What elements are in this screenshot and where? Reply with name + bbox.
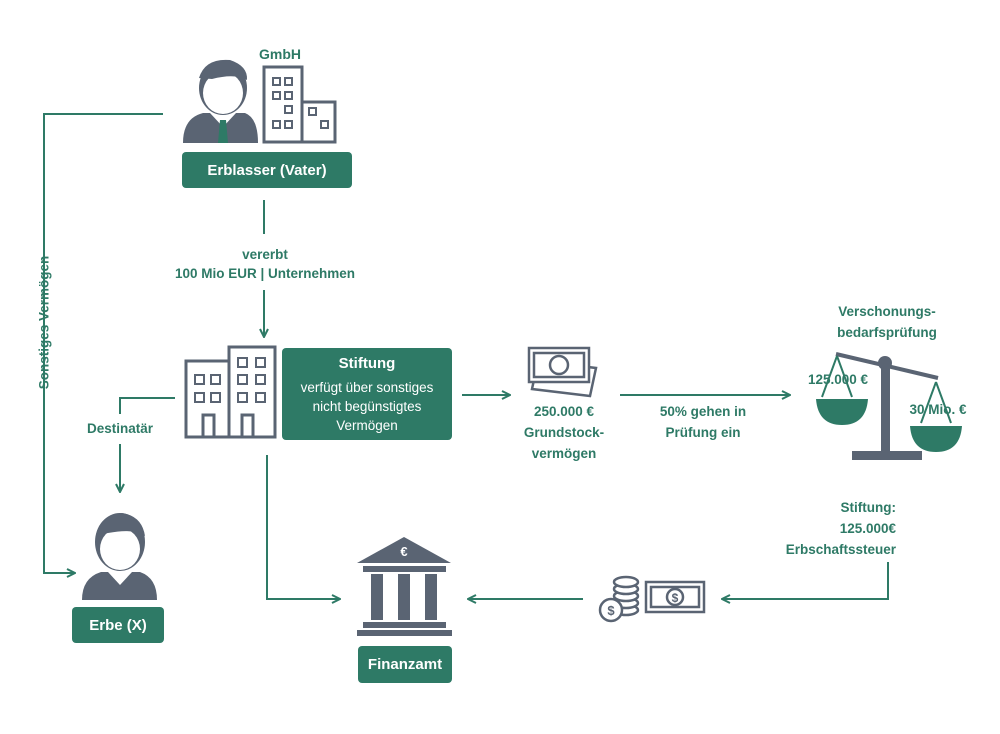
scale-right-value: 30 Mio. € <box>909 402 967 417</box>
stiftung-description-line-2: nicht begünstigtes <box>312 399 422 414</box>
erbe-label: Erbe (X) <box>72 607 164 643</box>
stiftung-description-line-3: Vermögen <box>336 418 398 433</box>
person-icon <box>183 59 258 143</box>
connector-scale-tax <box>722 562 889 599</box>
tax-label-line-2: 125.000€ <box>839 521 896 536</box>
tax-office-icon: € <box>357 537 452 636</box>
grundstock-value: 250.000 € <box>533 404 595 419</box>
connector-destinatar-top <box>119 397 175 414</box>
stiftung-description-line-1: verfügt über sonstiges <box>300 380 434 395</box>
euro-symbol: € <box>400 544 407 559</box>
grundstock-label-line-2: vermögen <box>531 446 597 461</box>
connector-stiftung-finanzamt <box>266 455 340 599</box>
dollar-banknote-icon: $ <box>644 580 706 614</box>
svg-text:$: $ <box>672 591 679 605</box>
scale-title-line-1: Verschonungs- <box>838 304 936 319</box>
finanzamt-label: Finanzamt <box>358 646 452 683</box>
foundation-building-icon <box>184 345 277 439</box>
svg-text:$: $ <box>607 603 615 618</box>
company-label: GmbH <box>259 46 301 62</box>
tax-label-line-1: Stiftung: <box>840 500 896 515</box>
connector-sonstiges-vermoegen <box>43 113 163 573</box>
grundstock-label-line-1: Grundstock- <box>523 425 605 440</box>
erblasser-label: Erblasser (Vater) <box>182 152 352 188</box>
stiftung-title: Stiftung <box>338 355 396 372</box>
pruefung-label-line-2: Prüfung ein <box>665 425 741 440</box>
banknote-icon <box>527 346 598 398</box>
tax-label-line-3: Erbschaftssteuer <box>785 542 896 557</box>
company-building-icon <box>262 65 337 144</box>
stiftung-box: Stiftung verfügt über sonstiges nicht be… <box>282 348 452 440</box>
vererbt-label: vererbt <box>242 247 288 262</box>
scale-left-value: 125.000 € <box>807 372 869 387</box>
coins-icon: $ <box>598 575 640 623</box>
inheritance-amount-label: 100 Mio EUR | Unternehmen <box>174 266 356 281</box>
pruefung-label-line-1: 50% gehen in <box>659 404 747 419</box>
person-icon <box>82 513 157 600</box>
balance-scale-icon <box>816 352 962 460</box>
scale-title-line-2: bedarfsprüfung <box>837 325 937 340</box>
destinatar-label: Destinatär <box>86 421 154 436</box>
